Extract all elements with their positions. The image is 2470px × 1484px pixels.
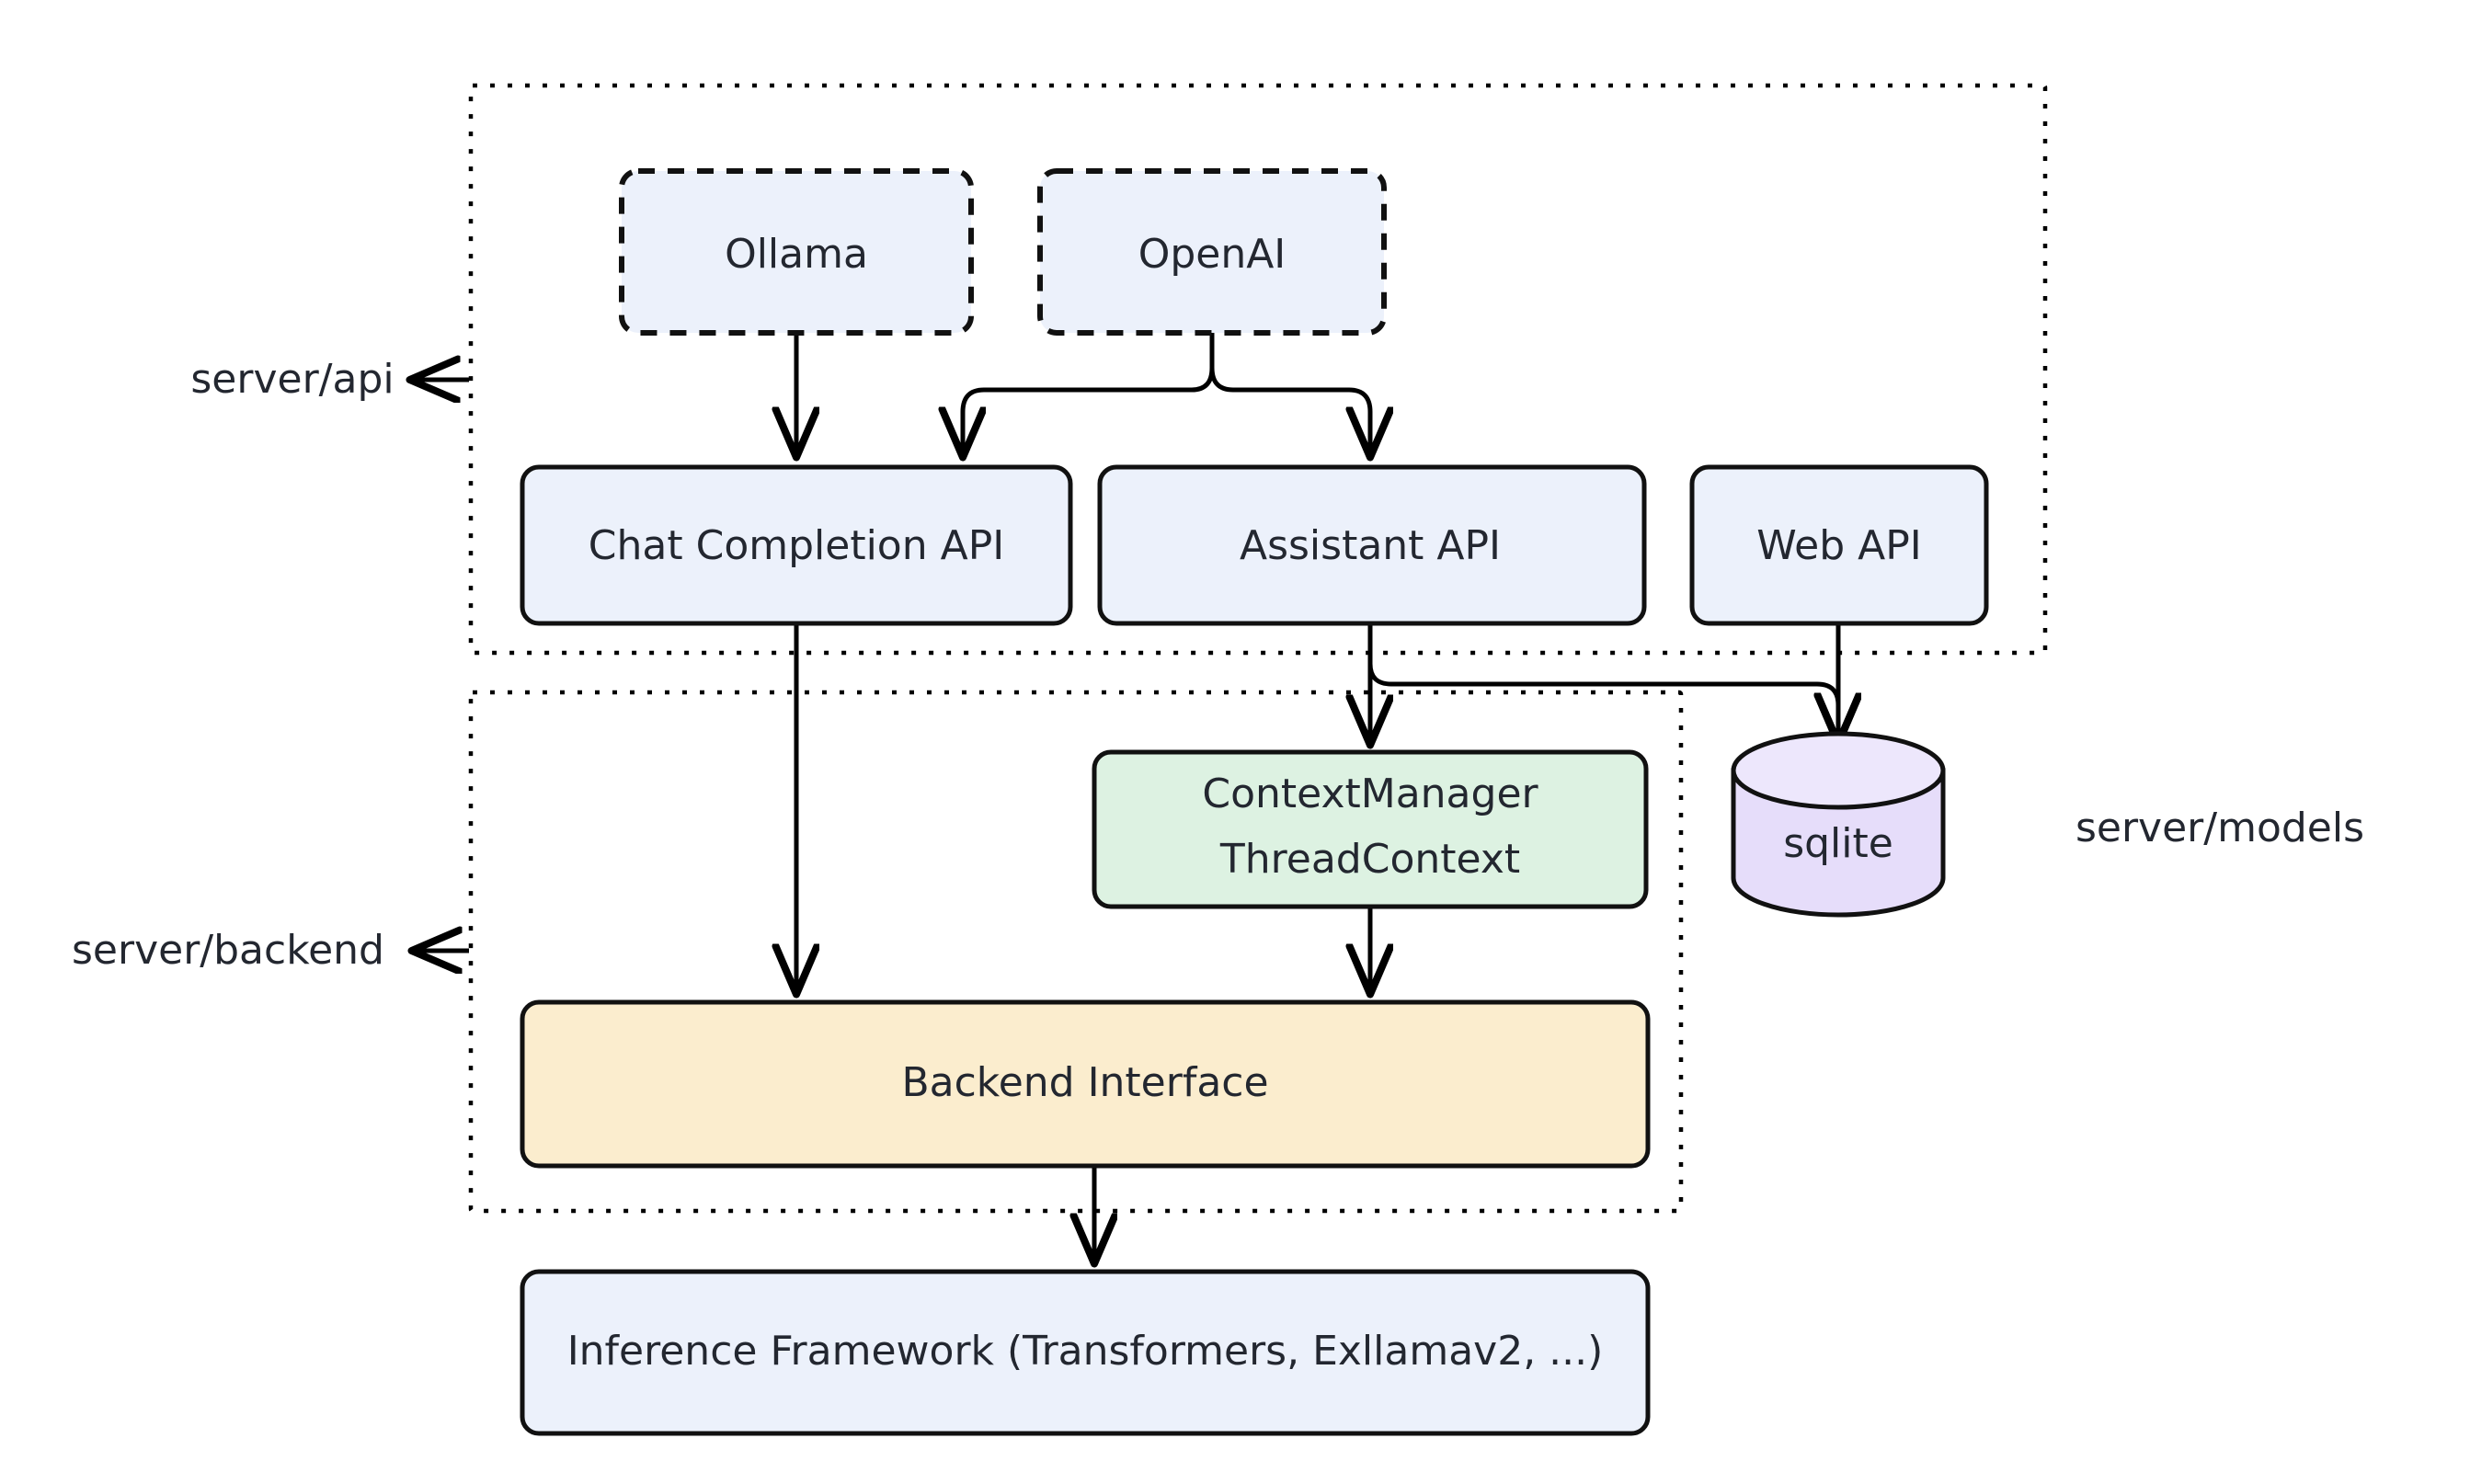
node-context-manager[interactable]: ContextManager ThreadContext xyxy=(1092,749,1649,909)
node-chat-completion-api[interactable]: Chat Completion API xyxy=(520,464,1073,626)
node-inference-framework-label: Inference Framework (Transformers, Exlla… xyxy=(567,1328,1604,1375)
node-context-manager-box xyxy=(1092,749,1649,909)
node-chat-completion-api-box xyxy=(520,464,1073,626)
node-sqlite-cylinder-body xyxy=(1731,768,1946,918)
group-label-server-models: server/models xyxy=(2075,805,2364,851)
group-label-server-backend: server/backend xyxy=(72,927,384,974)
node-assistant-api-box xyxy=(1097,464,1647,626)
edge-openai-to-chat-completion xyxy=(963,333,1215,455)
edge-assistant-to-sqlite xyxy=(1367,644,1838,741)
node-context-manager-label-line1: ContextManager xyxy=(1202,771,1538,817)
node-openai-box xyxy=(1037,168,1387,336)
node-chat-completion-api-label: Chat Completion API xyxy=(589,522,1004,569)
node-sqlite-label: sqlite xyxy=(1783,820,1893,867)
node-inference-framework-box xyxy=(520,1269,1651,1436)
node-web-api-label: Web API xyxy=(1756,522,1922,569)
node-assistant-api[interactable]: Assistant API xyxy=(1097,464,1647,626)
node-openai[interactable]: OpenAI xyxy=(1037,168,1387,336)
node-context-manager-label-line2: ThreadContext xyxy=(1219,836,1520,883)
node-sqlite[interactable]: sqlite xyxy=(1731,731,1946,918)
group-label-server-api: server/api xyxy=(190,356,394,403)
node-backend-interface-label: Backend Interface xyxy=(901,1059,1268,1106)
node-openai-label: OpenAI xyxy=(1138,231,1286,278)
node-assistant-api-label: Assistant API xyxy=(1240,522,1501,569)
node-inference-framework[interactable]: Inference Framework (Transformers, Exlla… xyxy=(520,1269,1651,1436)
node-sqlite-cylinder-top xyxy=(1731,731,1946,810)
node-web-api-box xyxy=(1689,464,1989,626)
node-ollama[interactable]: Ollama xyxy=(619,168,974,336)
node-backend-interface[interactable]: Backend Interface xyxy=(520,999,1651,1169)
node-ollama-label: Ollama xyxy=(725,231,868,278)
node-ollama-box xyxy=(619,168,974,336)
group-container-server-api xyxy=(468,83,2048,656)
node-backend-interface-box xyxy=(520,999,1651,1169)
node-web-api[interactable]: Web API xyxy=(1689,464,1989,626)
edge-openai-to-assistant xyxy=(1209,333,1370,455)
